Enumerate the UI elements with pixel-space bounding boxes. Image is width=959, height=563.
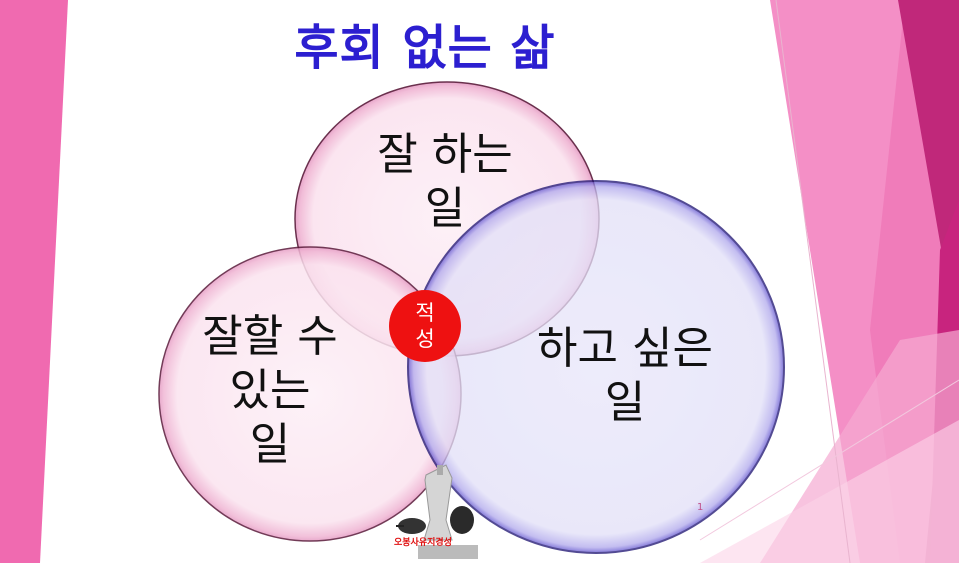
venn-label-left-line2: 있는 — [229, 365, 311, 416]
logo-caption: 오봉사유지경성 — [394, 538, 452, 548]
left-pink-band — [0, 0, 68, 563]
venn-label-left-line3: 일 — [249, 419, 291, 470]
venn-label-left-line1: 잘할 수 — [202, 311, 338, 362]
chess-pieces-icon — [396, 464, 478, 559]
venn-label-left: 잘할 수 있는 일 — [160, 310, 380, 472]
venn-label-right-line1: 하고 싶은 — [537, 323, 713, 374]
venn-label-top: 잘 하는 일 — [330, 128, 560, 236]
venn-label-top-line2: 일 — [424, 183, 466, 234]
venn-label-right: 하고 싶은 일 — [500, 322, 750, 430]
venn-label-top-line1: 잘 하는 — [377, 129, 513, 180]
slide-title: 후회 없는 삶 — [294, 20, 556, 76]
badge-line2: 성 — [415, 327, 435, 351]
page-number: 1 — [697, 502, 704, 513]
badge-line1: 적 — [415, 301, 435, 325]
venn-circle-right — [407, 180, 785, 554]
center-badge-aptitude: 적 성 — [389, 290, 461, 362]
venn-label-right-line2: 일 — [604, 377, 646, 428]
